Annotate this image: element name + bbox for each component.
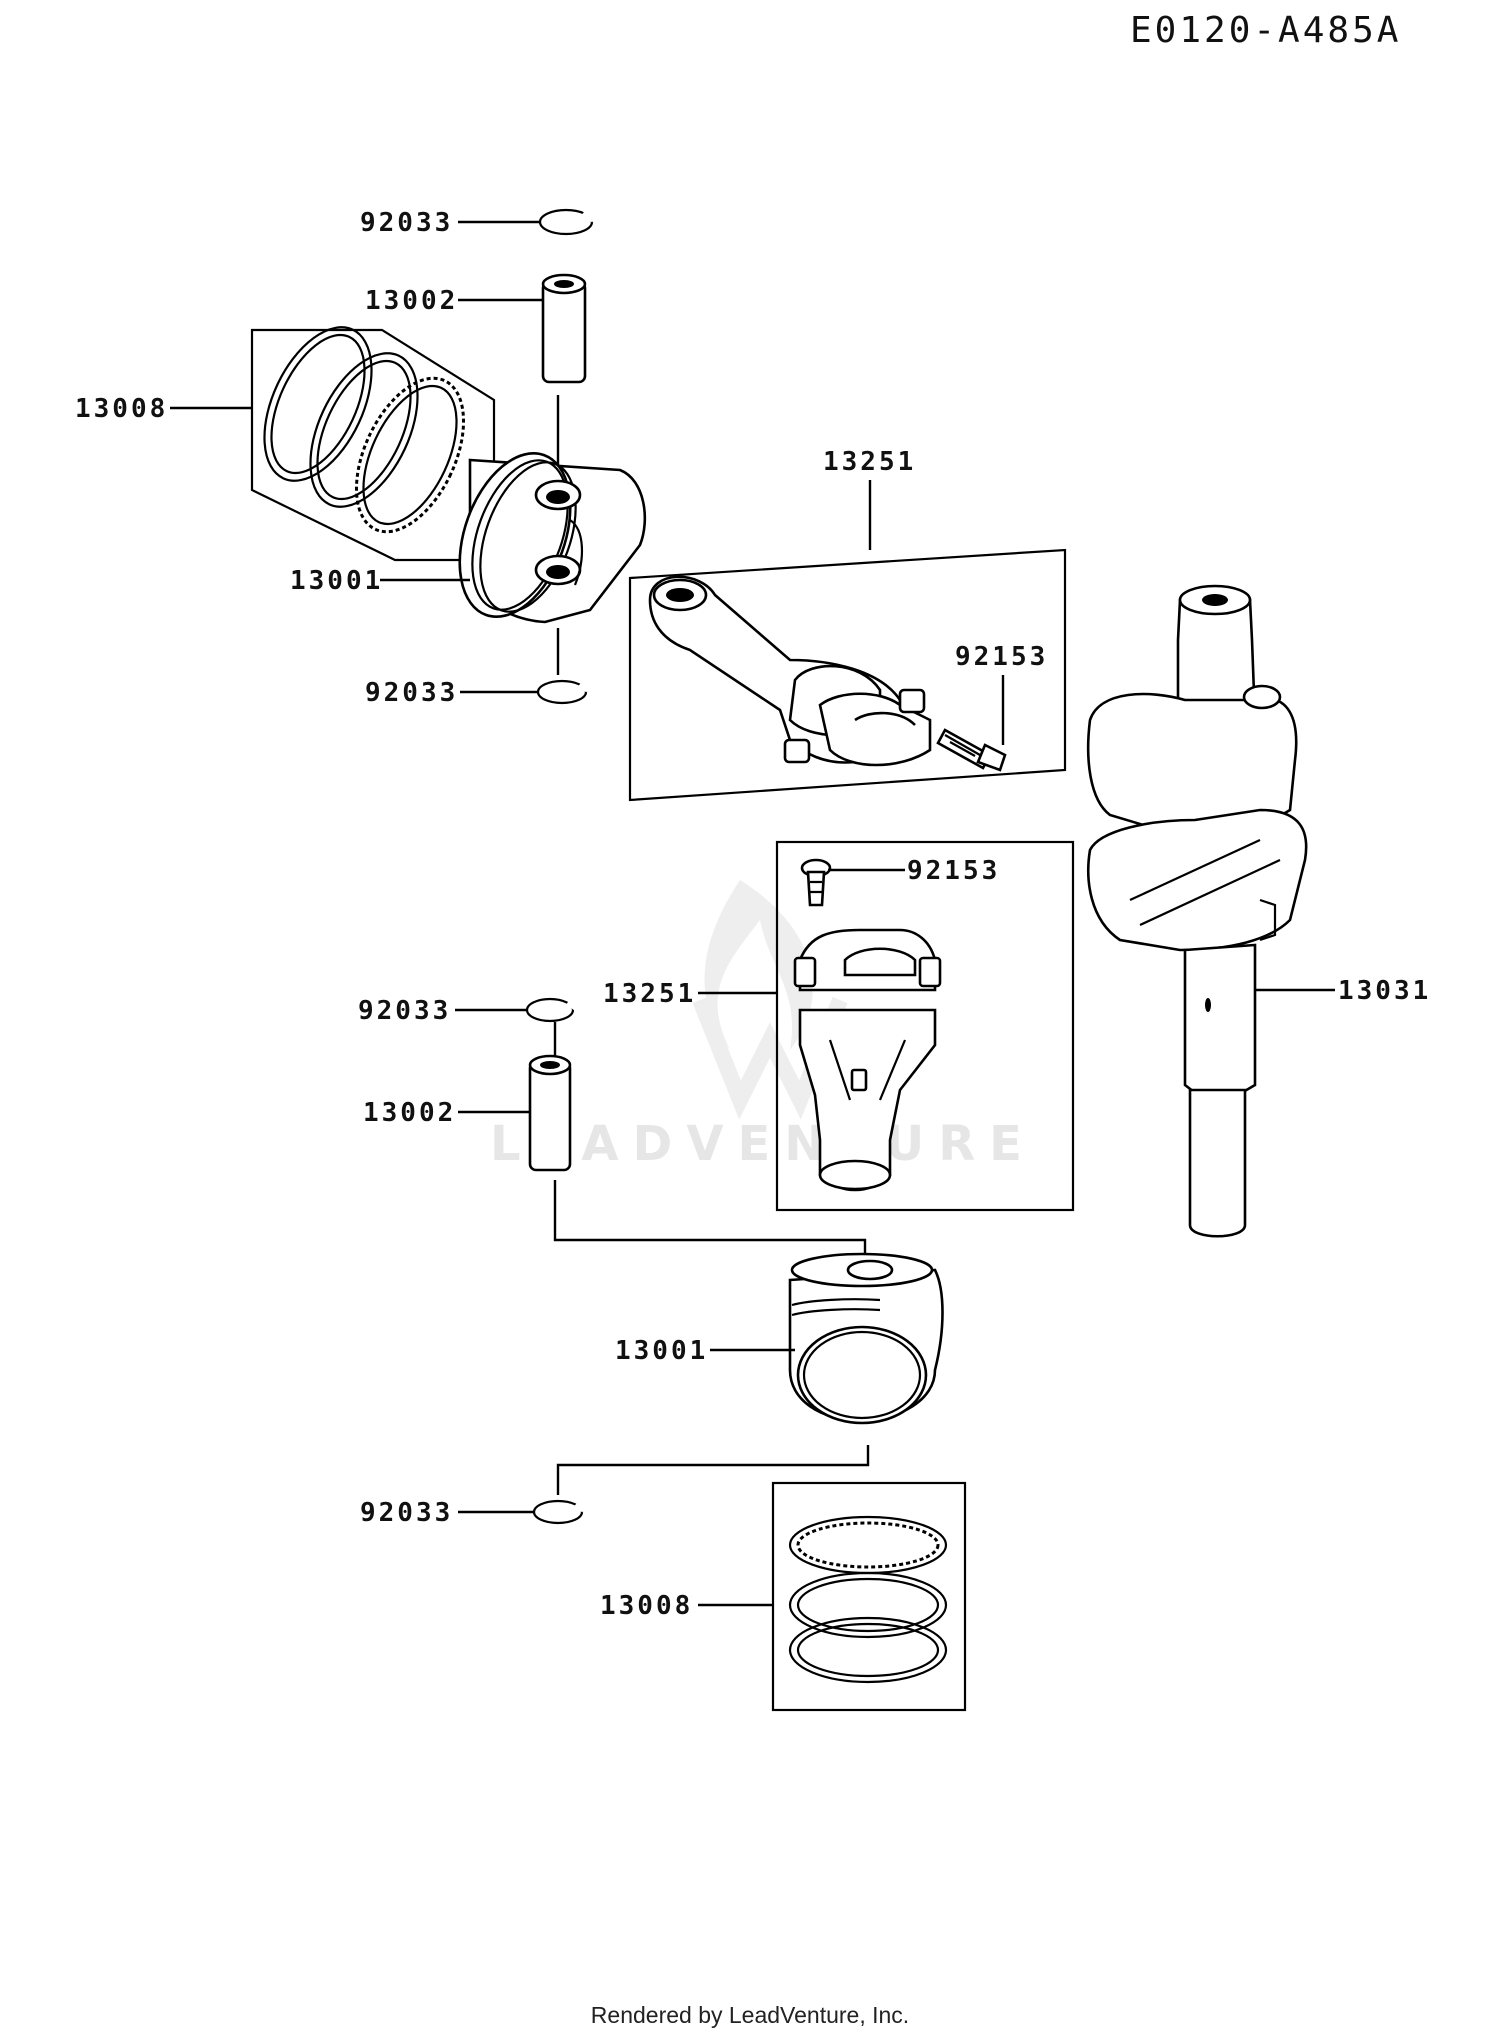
- piston-top[interactable]: [439, 438, 647, 632]
- label-circlip-bottom-2[interactable]: 92033: [360, 1498, 453, 1528]
- label-bolt-top[interactable]: 92153: [955, 642, 1048, 672]
- crankshaft[interactable]: [1086, 584, 1308, 1238]
- bolt-bottom[interactable]: [800, 858, 832, 907]
- watermark-text: LEADVENTURE: [490, 1116, 1036, 1172]
- label-rod-top[interactable]: 13251: [823, 447, 916, 477]
- label-rod-bottom[interactable]: 13251: [603, 979, 696, 1009]
- bolt-top[interactable]: [936, 728, 1007, 772]
- circlip-top-2[interactable]: [536, 679, 590, 705]
- piston-bottom[interactable]: [788, 1252, 944, 1425]
- label-pin-top[interactable]: 13002: [365, 286, 458, 316]
- connecting-rod-bottom[interactable]: [775, 840, 1075, 1212]
- circlip-bottom-1[interactable]: [525, 997, 578, 1023]
- footer-credit: Rendered by LeadVenture, Inc.: [590, 2002, 910, 2028]
- label-circlip-bottom-1[interactable]: 92033: [358, 996, 451, 1026]
- label-pin-bottom[interactable]: 13002: [363, 1098, 456, 1128]
- label-rings-bottom[interactable]: 13008: [600, 1591, 693, 1621]
- piston-rings-top[interactable]: [243, 311, 496, 562]
- label-rings-top[interactable]: 13008: [75, 394, 168, 424]
- label-piston-bottom[interactable]: 13001: [615, 1336, 708, 1366]
- label-piston-top[interactable]: 13001: [290, 566, 383, 596]
- connecting-rod-top[interactable]: [628, 548, 1067, 802]
- label-crankshaft[interactable]: 13031: [1338, 976, 1431, 1006]
- piston-rings-bottom[interactable]: [771, 1481, 967, 1712]
- watermark: LEADVENTURE: [490, 880, 1036, 1172]
- piston-pin-bottom[interactable]: [528, 1054, 572, 1172]
- label-bolt-bottom[interactable]: 92153: [907, 856, 1000, 886]
- piston-pin-top[interactable]: [541, 273, 587, 384]
- circlip-bottom-2[interactable]: [532, 1499, 586, 1525]
- diagram-code: E0120-A485A: [1130, 10, 1401, 51]
- circlip-top-1[interactable]: [538, 208, 596, 236]
- label-circlip-top-1[interactable]: 92033: [360, 208, 453, 238]
- label-circlip-top-2[interactable]: 92033: [365, 678, 458, 708]
